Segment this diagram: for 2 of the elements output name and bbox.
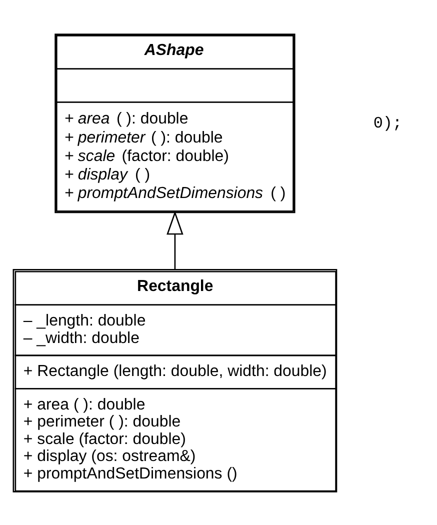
arrow bbox=[166, 210, 184, 270]
label: 0); bbox=[373, 114, 402, 132]
